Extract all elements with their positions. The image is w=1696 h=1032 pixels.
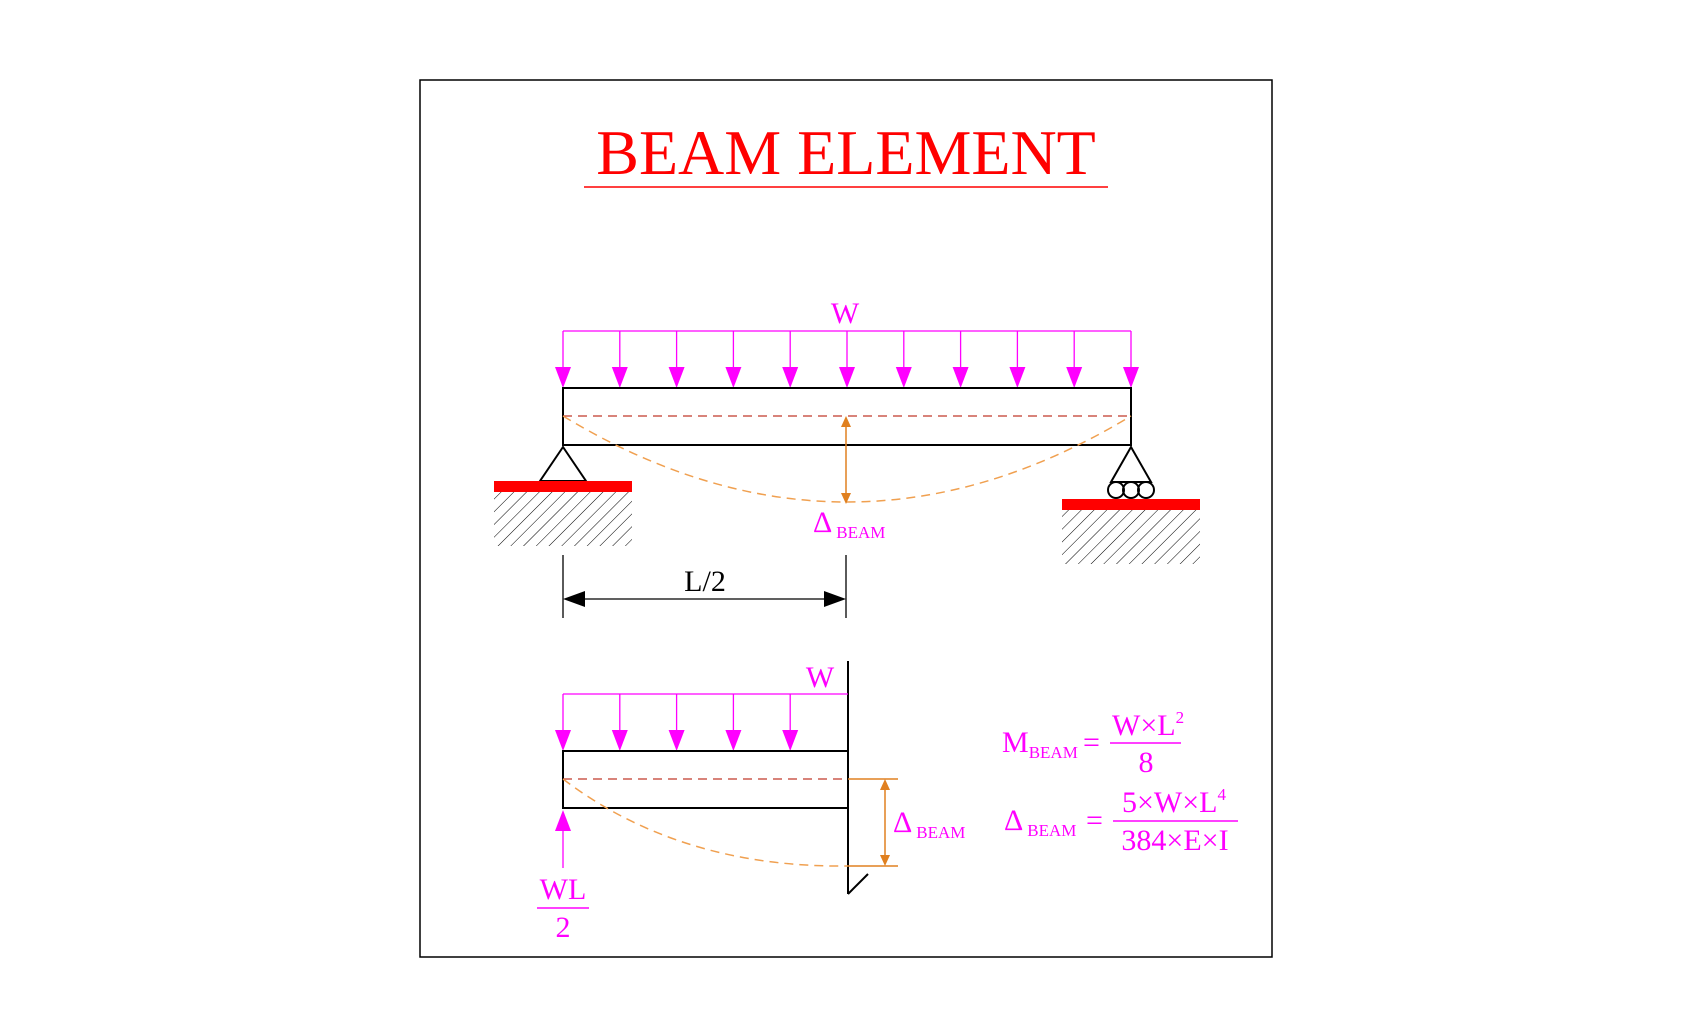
udl-arrows xyxy=(555,331,1139,388)
load-arrowhead xyxy=(895,367,912,388)
roller-wheel xyxy=(1122,481,1140,499)
load-arrowhead xyxy=(668,730,685,751)
moment-lhs: MBEAM xyxy=(1002,726,1078,762)
moment-numerator-exp: 2 xyxy=(1176,708,1185,727)
reaction-numerator: WL xyxy=(540,873,587,906)
moment-equals: = xyxy=(1083,726,1100,759)
fixed-support-tick xyxy=(847,873,869,895)
right-ground-plate xyxy=(1062,499,1200,510)
roller-wheel xyxy=(1137,481,1155,499)
reaction-denominator: 2 xyxy=(556,911,571,944)
half-deflection-symbol: Δ xyxy=(893,806,912,839)
load-arrowhead xyxy=(1066,367,1083,388)
moment-symbol: M xyxy=(1002,726,1029,759)
dimension-arrowhead-left xyxy=(563,591,585,607)
diagram-frame xyxy=(419,79,1273,958)
udl-load-label: W xyxy=(831,297,860,330)
load-arrowhead xyxy=(611,730,628,751)
diagram-title: BEAM ELEMENT xyxy=(596,117,1096,188)
load-arrowhead xyxy=(1009,367,1026,388)
load-arrowhead xyxy=(1123,367,1139,388)
left-ground-plate xyxy=(494,481,632,492)
moment-subscript: BEAM xyxy=(1029,743,1078,762)
load-arrowhead xyxy=(611,367,628,388)
deflection-symbol: Δ xyxy=(813,506,832,539)
load-arrowhead xyxy=(725,730,742,751)
half-deflected-shape xyxy=(562,778,849,867)
deflection-formula-subscript: BEAM xyxy=(1027,821,1076,840)
right-ground-hatch xyxy=(1062,510,1200,564)
deflected-shape xyxy=(562,415,1132,503)
load-arrowhead xyxy=(782,367,799,388)
half-deflection-arrowhead-top xyxy=(880,779,890,790)
half-deflection-subscript: BEAM xyxy=(916,823,965,842)
roller-support xyxy=(1109,444,1153,483)
deflection-numerator-text: 5×W×L xyxy=(1122,786,1217,819)
moment-numerator-text: W×L xyxy=(1112,709,1176,742)
roller-wheel xyxy=(1107,481,1125,499)
deflection-numerator-exp: 4 xyxy=(1217,785,1226,804)
deflection-formula-numerator: 5×W×L4 xyxy=(1122,785,1226,819)
deflection-subscript: BEAM xyxy=(836,523,885,542)
load-arrowhead xyxy=(782,730,799,751)
load-arrowhead xyxy=(668,367,685,388)
deflection-arrowhead-bottom xyxy=(841,493,851,504)
deflection-formula-symbol: Δ xyxy=(1004,804,1023,837)
load-arrowhead xyxy=(725,367,742,388)
deflection-formula-equals: = xyxy=(1086,804,1103,837)
reaction-arrowhead xyxy=(555,810,571,831)
pin-support xyxy=(538,445,588,482)
dimension-arrowhead-right xyxy=(824,591,846,607)
half-udl-arrows xyxy=(555,694,799,751)
moment-formula: MBEAM = W×L2 8 xyxy=(1002,708,1184,779)
load-arrowhead xyxy=(839,367,855,388)
left-ground-hatch xyxy=(494,492,632,546)
half-deflection-arrowhead-bottom xyxy=(880,855,890,866)
load-arrowhead xyxy=(555,730,571,751)
deflection-arrowhead-top xyxy=(841,416,851,427)
half-load-label: W xyxy=(806,661,835,694)
moment-numerator: W×L2 xyxy=(1112,708,1184,742)
moment-denominator: 8 xyxy=(1139,746,1154,779)
load-arrowhead xyxy=(555,367,571,388)
span-label: L/2 xyxy=(684,565,726,598)
load-arrowhead xyxy=(952,367,969,388)
deflection-formula-denominator: 384×E×I xyxy=(1121,824,1228,857)
